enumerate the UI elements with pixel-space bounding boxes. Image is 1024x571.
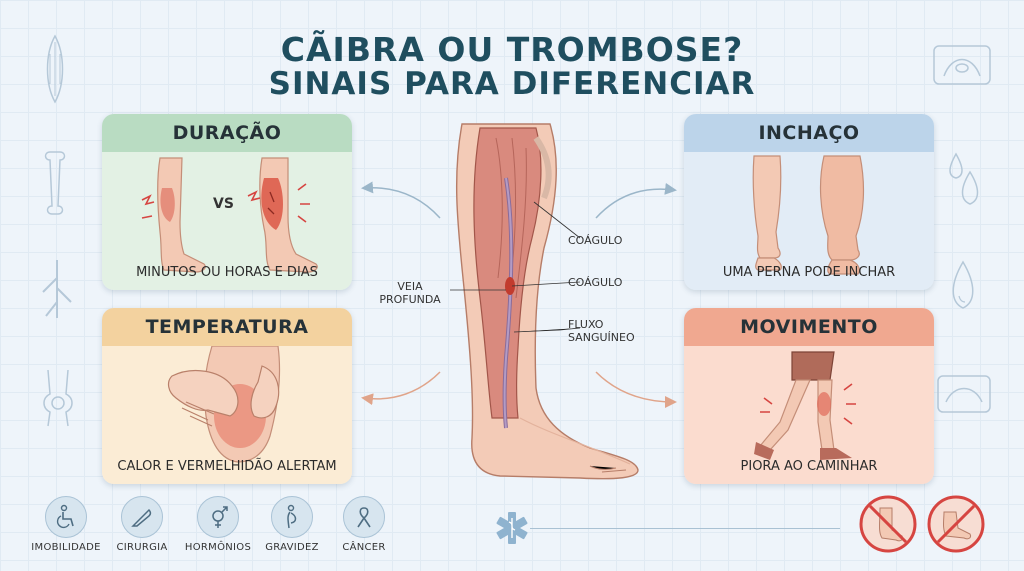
ribbon-icon [357, 507, 371, 528]
ultrasound-outline-icon [933, 45, 991, 85]
card-inchaco-caption: UMA PERNA PODE INCHAR [722, 265, 896, 280]
risk-factor-hormonios: HORMÔNIOS [178, 496, 258, 553]
card-duracao-body: VS MINUTOS OU HORAS E DIAS [102, 152, 352, 290]
label-coagulo-2: COÁGULO [568, 276, 623, 289]
monitor-outline-icon [937, 375, 991, 413]
card-inchaco-body: UMA PERNA PODE INCHAR [684, 152, 934, 290]
risk-factor-imobilidade: IMOBILIDADE [26, 496, 106, 553]
arrow-to-movimento [595, 371, 677, 408]
risk-factor-label: HORMÔNIOS [184, 542, 252, 553]
cramp-vs-thrombosis-legs-illustration [141, 157, 318, 273]
vs-label: VS [213, 196, 234, 212]
risk-factor-icon-circle [45, 496, 87, 538]
card-inchaco-heading: INCHAÇO [684, 114, 934, 152]
arrow-to-inchaco [595, 182, 677, 219]
risk-factor-cancer: CÂNCER [324, 496, 404, 553]
hand-on-warm-calf-illustration [167, 346, 281, 463]
hormone-symbol-icon [212, 506, 228, 528]
no-leg-massage-icon [859, 495, 917, 553]
walking-legs-pain-illustration [754, 351, 856, 460]
label-fluxo-sanguineo: FLUXO SANGUÍNEO [568, 318, 635, 344]
card-duracao-heading: DURAÇÃO [102, 114, 352, 152]
leg-anatomy-illustration [450, 123, 639, 480]
label-coagulo-1: COÁGULO [568, 234, 623, 247]
drop-outline-icon [952, 260, 974, 309]
label-veia-profunda: VEIA PROFUNDA [379, 280, 441, 306]
card-inchaco: INCHAÇO UMA PERNA PODE INCHAR [684, 114, 934, 290]
risk-factor-icon-circle [121, 496, 163, 538]
arrow-to-temperatura [361, 371, 441, 406]
risk-factor-gravidez: GRAVIDEZ [252, 496, 332, 553]
card-temperatura: TEMPERATURA CALOR E VERMELHIDÃO ALERTAM [102, 308, 352, 484]
card-temperatura-caption: CALOR E VERMELHIDÃO ALERTAM [117, 459, 337, 474]
card-movimento-heading: MOVIMENTO [684, 308, 934, 346]
card-duracao: DURAÇÃO VS MINUTOS OU HORAS E DIAS [102, 114, 352, 290]
card-movimento: MOVIMENTO PIORA AO CAMINHAR [684, 308, 934, 484]
risk-factor-icon-circle [197, 496, 239, 538]
risk-factor-icon-circle [271, 496, 313, 538]
risk-factor-label: CÂNCER [342, 542, 386, 553]
arrow-to-duracao [361, 181, 441, 219]
knee-outline-icon [43, 369, 73, 427]
risk-factor-icon-circle [343, 496, 385, 538]
risk-factor-label: GRAVIDEZ [265, 542, 319, 553]
swollen-leg-comparison-illustration [752, 155, 865, 275]
title-line-2: SINAIS PARA DIFERENCIAR [268, 66, 756, 102]
risk-factor-label: CIRURGIA [116, 542, 168, 553]
risk-factor-label: IMOBILIDADE [31, 542, 101, 553]
card-duracao-caption: MINUTOS OU HORAS E DIAS [136, 265, 318, 280]
drops-outline-icon [949, 152, 979, 205]
bone-outline-icon [44, 151, 66, 215]
pregnancy-icon [287, 504, 297, 529]
title-line-1: CÃIBRA OU TROMBOSE? [280, 30, 744, 69]
card-temperatura-body: CALOR E VERMELHIDÃO ALERTAM [102, 346, 352, 484]
star-of-life-icon [496, 512, 528, 544]
no-foot-icon [927, 495, 985, 553]
card-movimento-caption: PIORA AO CAMINHAR [740, 459, 878, 474]
risk-factor-cirurgia: CIRURGIA [102, 496, 182, 553]
muscle-outline-icon [46, 34, 64, 104]
bottom-divider [530, 528, 840, 529]
vein-outline-icon [42, 260, 72, 318]
card-movimento-body: PIORA AO CAMINHAR [684, 346, 934, 484]
scalpel-icon [131, 508, 152, 527]
wheelchair-icon [56, 504, 74, 529]
card-temperatura-heading: TEMPERATURA [102, 308, 352, 346]
